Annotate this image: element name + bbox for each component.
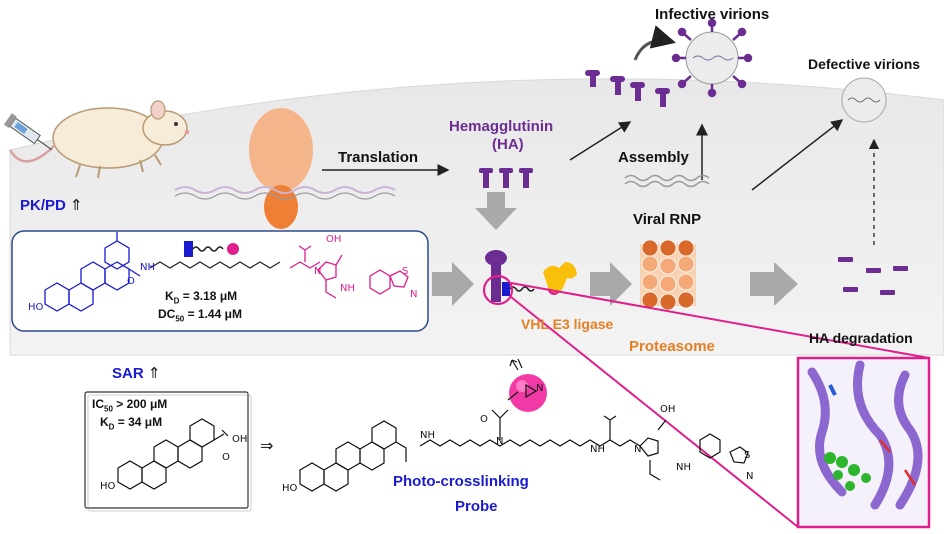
protac-dc50: DC50 = 1.44 μM (158, 307, 242, 323)
protac-nh: NH (140, 262, 155, 273)
protac-nh-2: NH (340, 283, 355, 294)
membrane-ha-icon (585, 70, 670, 107)
probe-s: S (744, 450, 751, 461)
dc-symbol: DC (158, 307, 176, 321)
probe-linker (419, 439, 641, 447)
pkpd-up-arrow: ⇑ (70, 196, 83, 214)
infective-virion-icon (671, 18, 753, 98)
uv-light-icon (509, 358, 523, 371)
photo-crosslinking-label: Photo-crosslinking (393, 473, 529, 490)
infective-virions-label: Infective virions (655, 6, 770, 23)
protac-peg-linker (149, 261, 281, 269)
ribosome-icon (249, 108, 313, 229)
protac-s: S (402, 266, 409, 277)
ha-degradation-label: HA degradation (809, 330, 913, 346)
implies-arrow: ⇒ (260, 436, 274, 455)
probe-nh-1: NH (420, 430, 435, 441)
mouse-icon (8, 100, 190, 179)
proteasome-label: Proteasome (629, 338, 715, 355)
protac-vhl-ligand (289, 245, 409, 299)
sar-ic50: IC50 > 200 μM (92, 397, 167, 413)
ic-symbol: IC (92, 397, 104, 411)
dc-subscript: 50 (175, 314, 185, 324)
defective-virion-icon (841, 77, 887, 123)
probe-n-tertiary: N (496, 436, 504, 447)
sar-ho: HO (100, 481, 116, 492)
ha-abbrev-label: (HA) (492, 136, 524, 153)
sar-kd-symbol: K (100, 415, 109, 429)
mrna-strand (174, 186, 396, 194)
protac-n-thiazole: N (410, 289, 418, 300)
probe-label: Probe (455, 498, 498, 515)
translation-label: Translation (338, 149, 419, 166)
ic-value: > 200 μM (112, 397, 168, 411)
dc-value: = 1.44 μM (184, 307, 242, 321)
kd-subscript: D (173, 296, 180, 306)
sar-label: SAR ⇑ (112, 364, 160, 382)
block-arrow-2 (590, 262, 632, 306)
probe-triterpene-scaffold (299, 420, 407, 492)
protac-n: N (314, 266, 322, 277)
assembly-label: Assembly (618, 149, 689, 166)
ha-proteins-icon (479, 168, 533, 188)
down-block-arrow (475, 192, 517, 230)
syringe-icon (3, 113, 53, 151)
protac-kd: KD = 3.18 μM (165, 289, 237, 305)
ic-subscript: 50 (104, 404, 113, 414)
protac-oh: OH (326, 234, 342, 245)
protac-o-carbonyl: O (127, 276, 135, 287)
hemagglutinin-label: Hemagglutinin (449, 118, 554, 135)
probe-n-pyrrolidine: N (634, 444, 642, 455)
defective-virions-label: Defective virions (808, 56, 921, 72)
pkpd-text: PK/PD (20, 197, 66, 214)
protac-ho: HO (28, 302, 44, 313)
probe-n-diazirine: N (536, 383, 544, 394)
docking-image (796, 356, 931, 529)
sar-oh: OH (232, 434, 248, 445)
probe-oh: OH (660, 404, 676, 415)
vhl-shape (543, 262, 577, 293)
sar-o: O (222, 452, 230, 463)
kd-value: = 3.18 μM (179, 289, 238, 303)
protac-triterpene-scaffold (44, 232, 141, 312)
viral-rnp-label: Viral RNP (633, 211, 702, 228)
probe-vhl-ligand (603, 415, 749, 481)
viral-rna-strand (624, 174, 710, 182)
sar-text: SAR (112, 365, 144, 382)
sar-triterpene-scaffold (117, 418, 229, 490)
protac-schematic-icon (184, 241, 239, 257)
sar-structure-box (84, 391, 249, 509)
protac-structure-box (11, 230, 429, 332)
ternary-complex-icon (482, 250, 577, 306)
pkpd-label: PK/PD ⇑ (20, 196, 83, 214)
vhl-e3-ligase-label: VHL E3 ligase (521, 316, 614, 332)
probe-nh-3: NH (676, 462, 691, 473)
proteasome-icon (640, 239, 696, 311)
block-arrow-1 (432, 262, 474, 306)
kd-symbol: K (165, 289, 174, 303)
sar-kd-value: = 34 μM (114, 415, 163, 429)
budding-arrow (633, 25, 676, 61)
sar-kd-subscript: D (108, 422, 115, 432)
probe-ho: HO (282, 483, 298, 494)
probe-nh-2: NH (590, 444, 605, 455)
sar-up-arrow: ⇑ (147, 364, 161, 382)
probe-o-carbonyl: O (480, 414, 488, 425)
block-arrow-3 (750, 262, 798, 306)
degraded-ha-fragments (838, 257, 908, 295)
probe-n-thiazole: N (746, 471, 754, 482)
sar-kd: KD = 34 μM (100, 415, 162, 431)
diazirine-icon (507, 374, 547, 412)
